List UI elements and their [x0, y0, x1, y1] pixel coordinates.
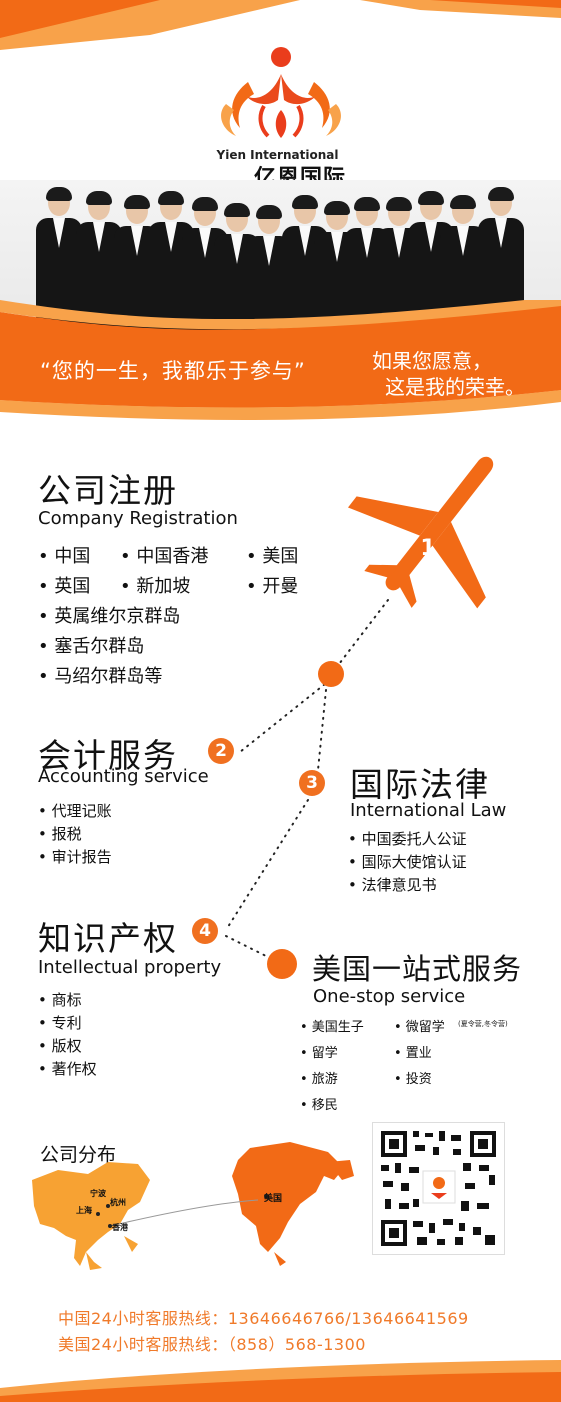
world-map [32, 1142, 354, 1270]
company-item-cayman: • 开曼 [246, 576, 299, 597]
us-hotline: 美国24小时客服热线：（858）568-1300 [58, 1335, 366, 1354]
law-title-en: International Law [350, 800, 507, 821]
china-hotline: 中国24小时客服热线：13646646766/13646641569 [58, 1309, 469, 1328]
onestop-item-micro-study: • 微留学 [394, 1020, 445, 1035]
company-title-en: Company Registration [38, 508, 238, 529]
qr-code[interactable] [372, 1122, 505, 1255]
map-label-hongkong: 香港 [112, 1223, 128, 1232]
onestop-camp-note: (夏令营,冬令营) [458, 1020, 508, 1028]
law-item-notary: • 中国委托人公证 [348, 830, 467, 848]
route-graphic [225, 456, 494, 979]
law-item-embassy: • 国际大使馆认证 [348, 853, 467, 871]
badge-2: 2 [208, 738, 234, 764]
company-item-usa: • 美国 [246, 546, 299, 567]
onestop-title-cn: 美国一站式服务 [312, 952, 523, 986]
accounting-title-en: Accounting service [38, 766, 209, 787]
onestop-item-birth: • 美国生子 [300, 1020, 364, 1035]
company-item-uk: • 英国 [38, 576, 91, 597]
badge-1: 1 [420, 536, 436, 561]
map-label-usa: 美国 [264, 1194, 283, 1204]
company-item-bvi: • 英属维尔京群岛 [38, 606, 181, 627]
ip-item-patent: • 专利 [38, 1014, 82, 1032]
qr-pattern-icon [379, 1129, 497, 1247]
map-label-hangzhou: 杭州 [110, 1198, 126, 1207]
distribution-title: 公司分布 [40, 1144, 117, 1166]
map-label-shanghai: 上海 [76, 1206, 92, 1215]
company-item-marshall: • 马绍尔群岛等 [38, 666, 163, 687]
slogan-right-line2: 这是我的荣幸。 [385, 375, 525, 399]
onestop-item-investment: • 投资 [394, 1072, 432, 1087]
brand-name-en: Yien International [216, 148, 339, 162]
yien-logo-icon [221, 47, 341, 138]
onestop-title-en: One-stop service [313, 986, 466, 1007]
company-item-seychelles: • 塞舌尔群岛 [38, 636, 145, 657]
accounting-item-bookkeeping: • 代理记账 [38, 802, 112, 820]
slogan-right-line1: 如果您愿意， [372, 349, 492, 373]
ip-item-trademark: • 商标 [38, 991, 82, 1009]
onestop-item-immigration: • 移民 [300, 1098, 338, 1113]
ip-title-cn: 知识产权 [38, 919, 178, 958]
ip-item-works-copyright: • 著作权 [38, 1060, 97, 1078]
company-item-singapore: • 新加坡 [120, 576, 191, 597]
ip-title-en: Intellectual property [38, 957, 222, 978]
onestop-item-study: • 留学 [300, 1046, 338, 1061]
footer-band [0, 1360, 561, 1402]
law-title-cn: 国际法律 [350, 765, 490, 804]
accounting-item-audit: • 审计报告 [38, 848, 112, 866]
accounting-item-tax: • 报税 [38, 825, 82, 843]
law-item-opinion: • 法律意见书 [348, 876, 437, 894]
onestop-item-travel: • 旅游 [300, 1072, 338, 1087]
badge-3: 3 [299, 770, 325, 796]
company-item-china: • 中国 [38, 546, 91, 567]
onestop-item-property: • 置业 [394, 1046, 432, 1061]
accounting-title-cn: 会计服务 [38, 736, 178, 775]
company-title-cn: 公司注册 [38, 471, 178, 510]
airplane-icon [347, 456, 494, 609]
slogan-band [0, 300, 561, 408]
company-item-hongkong: • 中国香港 [120, 546, 209, 567]
map-label-ningbo: 宁波 [90, 1189, 106, 1198]
ip-item-copyright: • 版权 [38, 1037, 82, 1055]
slogan-left: “您的一生，我都乐于参与” [40, 359, 306, 383]
badge-4: 4 [192, 918, 218, 944]
